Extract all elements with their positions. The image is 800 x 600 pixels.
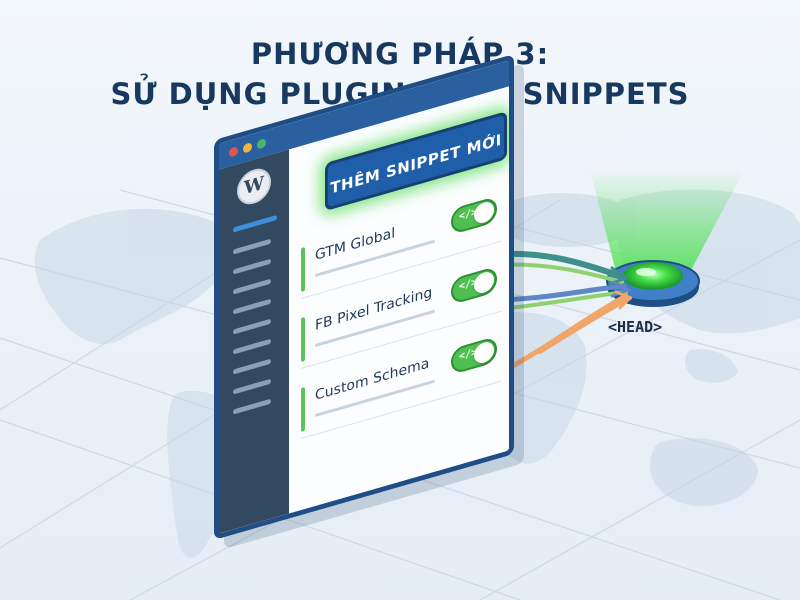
node-highlight — [636, 268, 656, 276]
toggle-knob — [474, 339, 494, 366]
minimize-dot-icon[interactable] — [243, 142, 252, 154]
map-europe — [496, 192, 632, 248]
wordpress-window-wrapper: W THÊM SNIPPET MỚI GTM Global </> — [214, 53, 524, 550]
arrow-custom-schema-2 — [538, 296, 632, 354]
sidebar-item[interactable] — [233, 338, 271, 355]
title-line-1: PHƯƠNG PHÁP 3: — [250, 37, 550, 71]
toggle-knob — [474, 199, 494, 226]
snippets-content: THÊM SNIPPET MỚI GTM Global </> FB Pixel… — [289, 86, 509, 514]
toggle-knob — [474, 269, 494, 296]
light-beam — [590, 170, 744, 272]
snippet-label: GTM Global — [315, 225, 396, 265]
wordpress-logo-icon: W — [237, 164, 271, 209]
row-accent — [301, 316, 305, 363]
sidebar-item[interactable] — [233, 318, 271, 335]
sidebar-item[interactable] — [233, 298, 271, 315]
arrow-head-3 — [614, 290, 633, 310]
sidebar-item[interactable] — [233, 238, 271, 255]
close-dot-icon[interactable] — [229, 146, 238, 158]
row-accent — [301, 386, 305, 433]
snippet-toggle[interactable]: </> — [451, 265, 497, 306]
sidebar-item[interactable] — [233, 258, 271, 275]
map-southeast-asia — [685, 349, 738, 383]
snippet-toggle[interactable]: </> — [451, 335, 497, 376]
head-tag-label: <HEAD> — [608, 318, 663, 336]
sidebar-item-active[interactable] — [233, 214, 277, 233]
sidebar-item[interactable] — [233, 378, 271, 395]
snippet-toggle[interactable]: </> — [451, 195, 497, 236]
maximize-dot-icon[interactable] — [257, 138, 266, 150]
sidebar-item[interactable] — [233, 358, 271, 375]
admin-sidebar: W — [219, 149, 289, 534]
sidebar-item[interactable] — [233, 278, 271, 295]
map-north-america — [34, 208, 231, 344]
map-australia — [650, 438, 758, 507]
glowing-node-icon — [623, 262, 683, 290]
row-accent — [301, 246, 305, 293]
sidebar-item[interactable] — [233, 398, 271, 415]
